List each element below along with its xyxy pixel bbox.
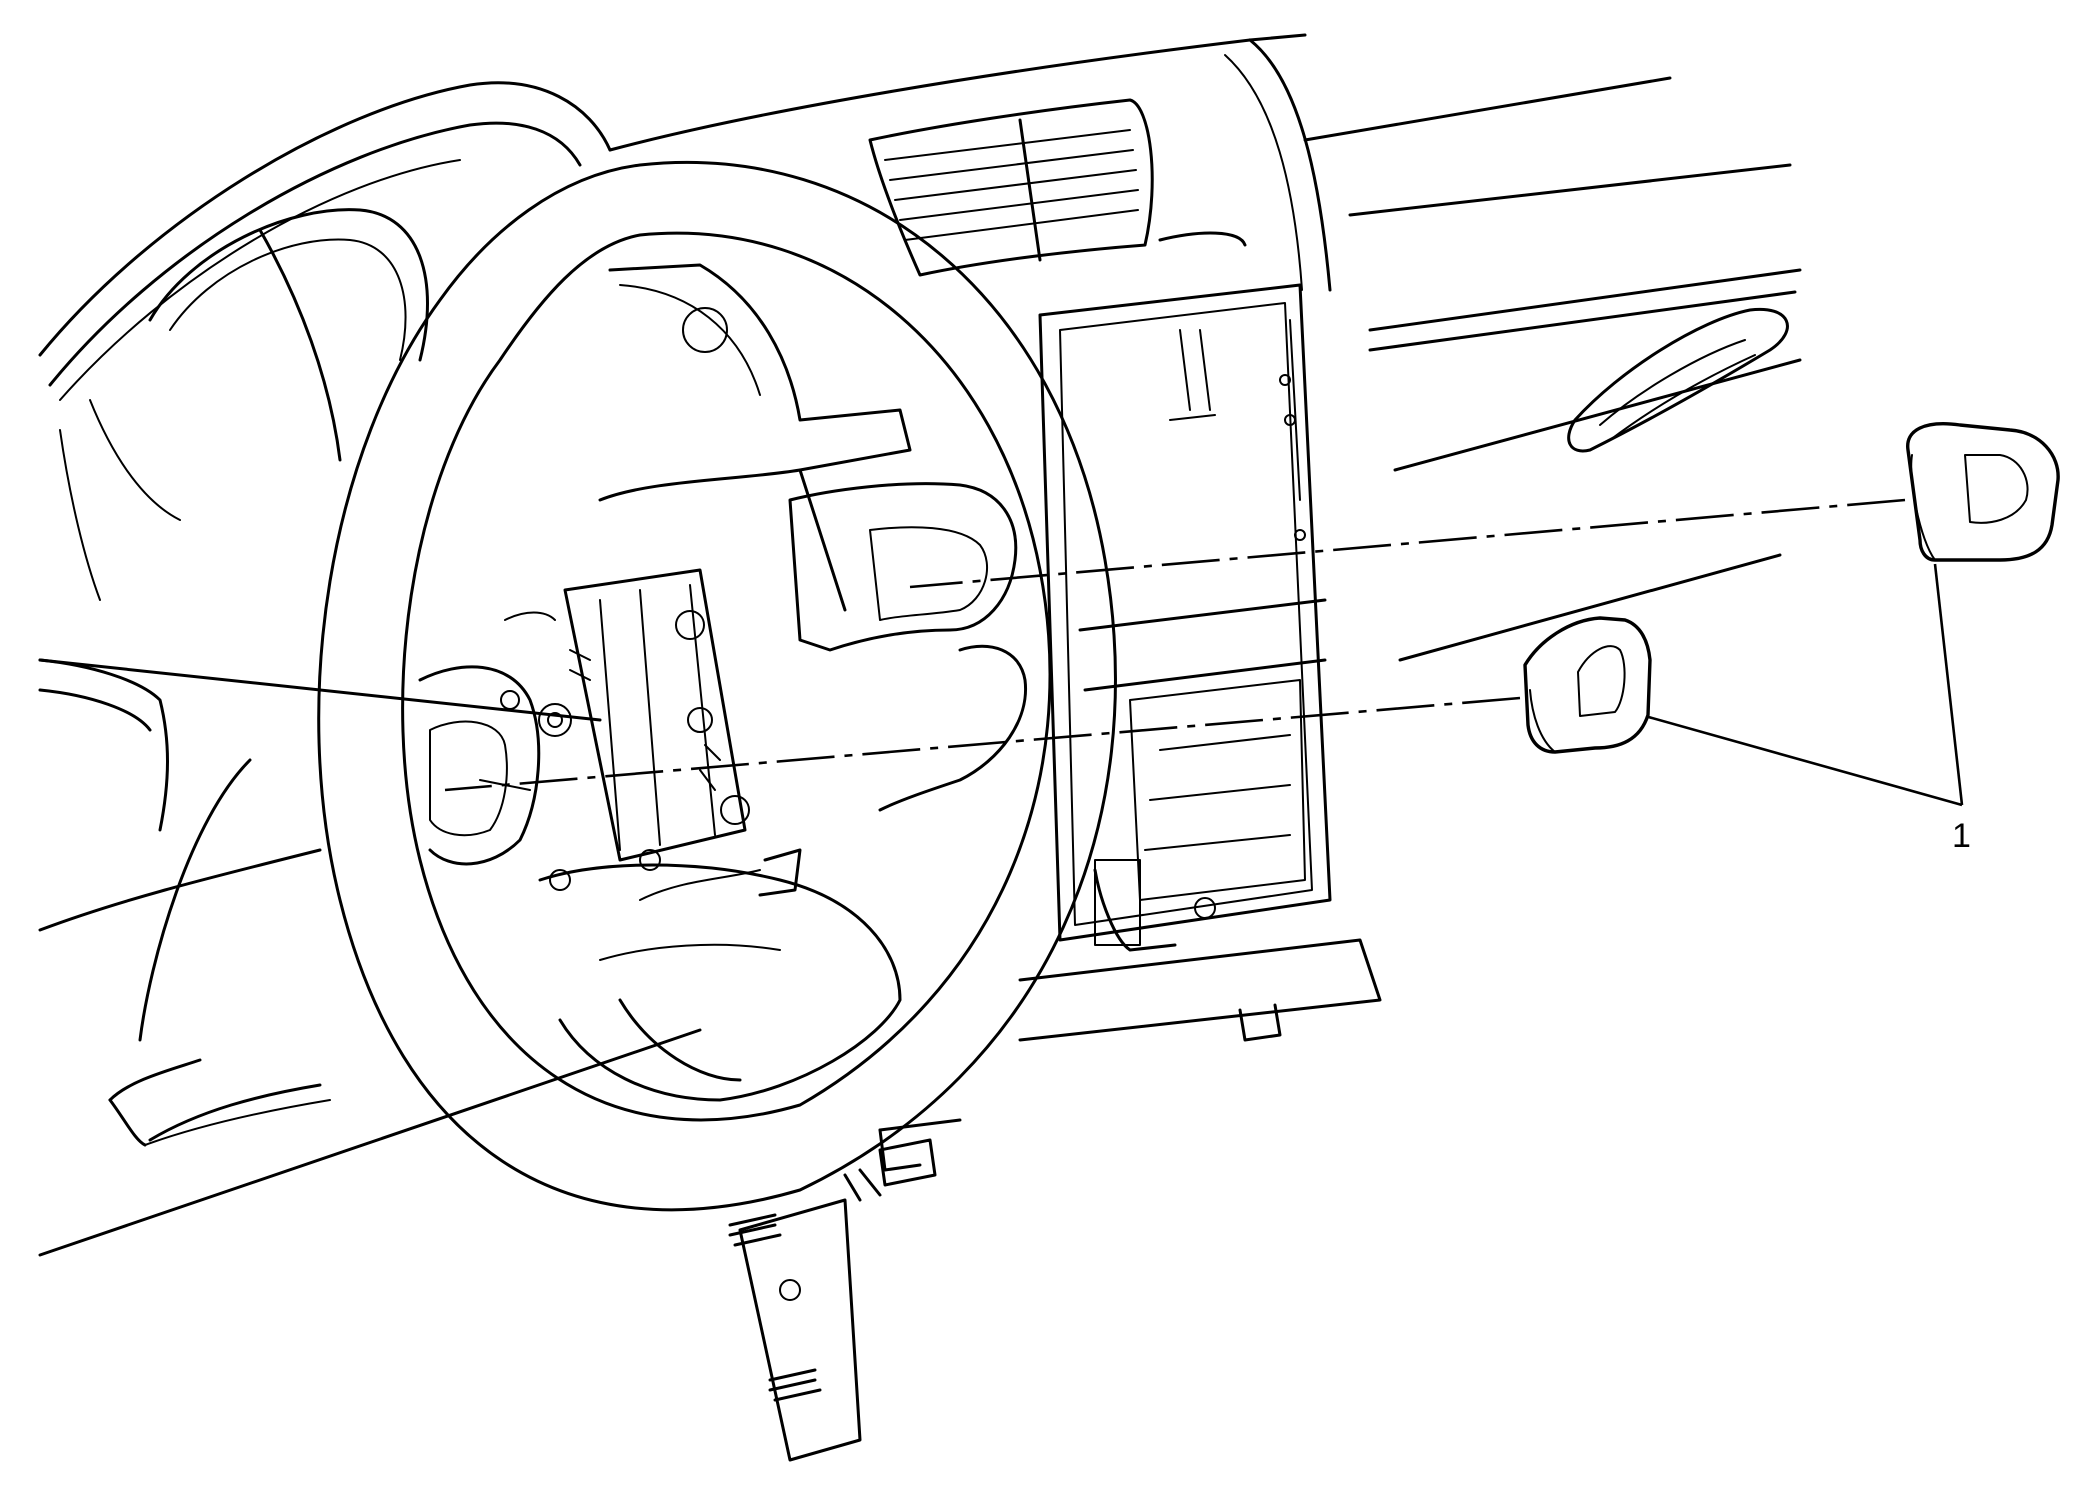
switch-trim-cover-lower (1523, 616, 1652, 754)
switch-trim-cover-upper (1906, 422, 2060, 562)
callout-line-b (1644, 714, 1963, 807)
callout-label-1: 1 (1952, 817, 1971, 855)
callout-line-a (1933, 563, 1964, 806)
steering-column (728, 1138, 937, 1462)
steering-wheel (317, 160, 1117, 1212)
leader-line-upper (909, 498, 1906, 589)
leader-line-lower (444, 696, 1521, 792)
instrument-panel (38, 33, 1802, 1257)
leader-lines (444, 498, 1964, 807)
